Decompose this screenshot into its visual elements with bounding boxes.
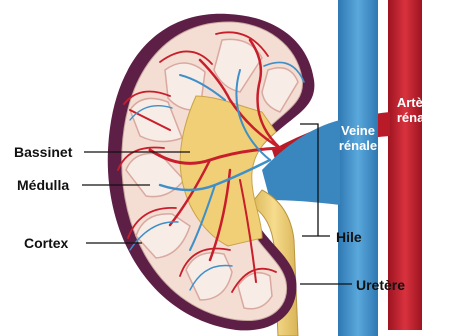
- label-renal-artery-line2: rénale: [390, 111, 442, 126]
- label-renal-vein-line1: Veine: [338, 124, 378, 139]
- label-renal-vein-line2: rénale: [338, 139, 378, 154]
- label-renal-artery-line1: Artère: [390, 96, 442, 111]
- label-renal-vein: Veine rénale: [338, 124, 378, 154]
- label-uretere: Uretère: [356, 278, 405, 292]
- label-bassinet: Bassinet: [14, 145, 72, 159]
- label-hile: Hile: [336, 230, 362, 244]
- label-cortex: Cortex: [24, 236, 68, 250]
- label-renal-artery: Artère rénale: [390, 96, 442, 126]
- label-medulla: Médulla: [17, 178, 69, 192]
